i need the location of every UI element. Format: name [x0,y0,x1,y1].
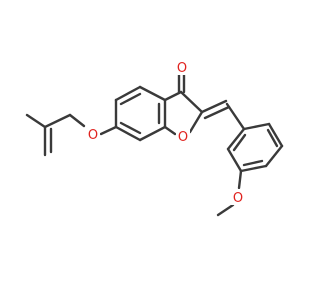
molecule-structure-diagram: O O O O [25,59,284,217]
bond-ring1-b [138,85,167,102]
carbonyl-oxygen-backdrop [175,59,189,75]
bond-ring2-b [267,122,284,148]
methoxy-oxygen-label: O [233,191,243,206]
bond-ring1-inner-3 [119,121,142,135]
bond-ring2-a [242,122,271,131]
bonds [25,73,284,217]
ether-oxygen-backdrop [86,126,100,142]
methoxy-oxygen-backdrop [231,189,245,205]
bond-omethoxy-ch3 [216,203,235,217]
bond-o1-c7a [163,125,177,136]
bond-ring1-inner-1 [119,92,142,106]
ether-oxygen-label: O [88,128,98,143]
bond-aryl-omethoxy [237,169,243,190]
bond-ring2-inner-1 [266,128,279,148]
bond-ch2-c [43,113,72,129]
bond-ring2-e [226,147,243,173]
bond-vinyl-aryl [225,102,246,131]
bond-ring2-f [226,127,246,151]
bond-ring2-c [264,144,284,168]
atom-labels: O O O O [86,59,245,206]
bond-c3a-c3 [163,90,183,102]
bond-c3-c2 [179,90,204,114]
bond-ring1-d [138,125,167,142]
bond-ring1-oether [99,125,118,136]
ring-oxygen-backdrop [176,128,190,144]
bond-ring2-inner-2 [242,159,264,167]
bond-ring1-a [114,85,142,102]
bond-ring1-e [114,125,142,142]
carbonyl-oxygen-label: O [177,61,187,76]
bond-ring2-inner-3 [232,133,247,152]
bond-c2-o1 [188,110,204,134]
ring-oxygen-label: O [178,130,188,145]
bond-ring2-d [239,164,268,173]
bond-c-ch3 [25,113,47,129]
bond-exo-2 [203,105,231,120]
bond-oether-ch2 [68,113,86,128]
bond-exo-1 [200,99,228,114]
